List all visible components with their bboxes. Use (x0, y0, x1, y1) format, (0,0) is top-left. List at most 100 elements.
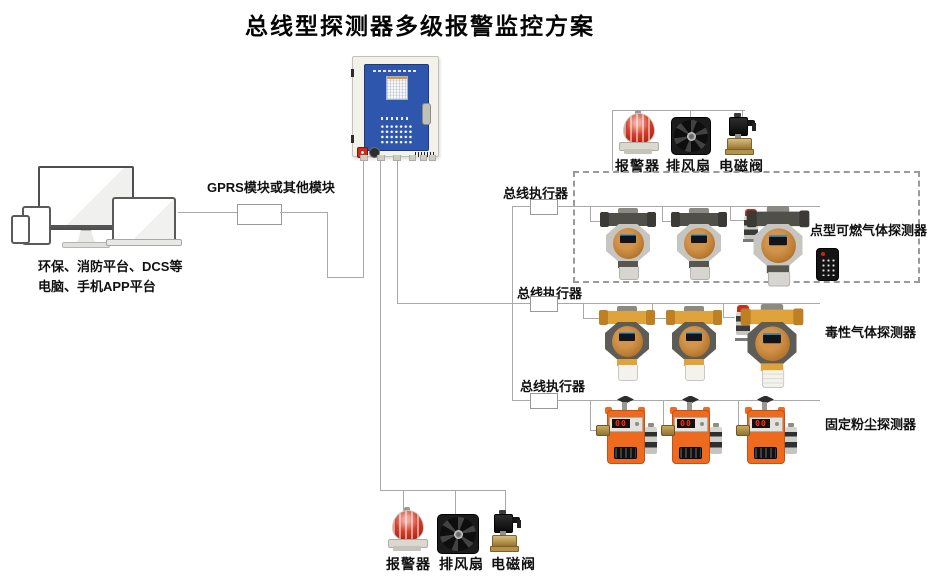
combustible-gas-detector (671, 208, 727, 288)
wire (397, 160, 398, 303)
alarm-beacon (388, 507, 428, 551)
detector-display (619, 233, 636, 243)
laptop (112, 197, 176, 241)
wire (280, 212, 327, 213)
wire (612, 110, 745, 111)
fan-label-top: 排风扇 (666, 158, 711, 174)
hinge (351, 135, 354, 143)
controller-port (420, 155, 427, 161)
bus-executor-box-3 (530, 393, 558, 409)
dust-led-display: 00 (612, 419, 630, 428)
wire (583, 318, 602, 319)
valve-wing-nut (682, 396, 699, 403)
beacon-base (624, 149, 652, 154)
wire (397, 303, 820, 304)
detector-face (678, 325, 710, 357)
controller-port (409, 155, 416, 161)
wire (327, 277, 364, 278)
dust-sensor-cylinder (710, 427, 722, 454)
dust-led-display: 00 (677, 419, 695, 428)
controller-screen (386, 76, 408, 100)
dust-sensor-cylinder (645, 427, 657, 454)
toxic-gas-detector (599, 306, 655, 386)
dust-zone-label: 固定粉尘探测器 (825, 417, 917, 432)
beacon-knob (404, 507, 410, 511)
controller-model-text (373, 70, 417, 72)
detector-face (683, 227, 715, 259)
detector-face (754, 325, 790, 361)
wire (512, 206, 820, 207)
dust-sensor-cylinder (785, 427, 797, 454)
alarm-beacon (619, 110, 659, 154)
dust-grille (614, 447, 637, 459)
wire (455, 490, 456, 516)
wire (403, 490, 404, 514)
wire (723, 303, 724, 318)
wire (730, 206, 731, 221)
zone-dashed-border (573, 171, 920, 283)
wire (178, 212, 237, 213)
bus-executor-box-2 (530, 296, 558, 312)
fan-hub (686, 131, 696, 141)
fan-hub (453, 529, 463, 539)
controller-buzzer (369, 147, 380, 158)
controller-port (377, 155, 385, 161)
dust-inlet-fitting (661, 425, 675, 436)
fan-label-bottom: 排风扇 (439, 556, 484, 572)
remote-power-dot (821, 252, 825, 256)
detector-display (768, 234, 787, 245)
valve-wing-nut (757, 396, 774, 403)
dust-grille (754, 447, 777, 459)
solenoid-valve (489, 510, 521, 552)
dust-inlet-fitting (736, 425, 750, 436)
laptop-base (106, 239, 182, 246)
wire (363, 160, 364, 278)
controller-port (360, 155, 368, 161)
gprs-module-box (237, 204, 282, 225)
platform-caption-line2: 电脑、手机APP平台 (38, 279, 156, 294)
detector-display (685, 331, 702, 341)
wire (723, 317, 735, 318)
combustible-gas-detector (600, 208, 656, 288)
wire (380, 490, 506, 491)
alarm-label-bottom: 报警器 (386, 556, 431, 572)
wire (730, 220, 744, 221)
wire (662, 221, 674, 222)
exhaust-fan (671, 117, 711, 155)
toxic-zone-label: 毒性气体探测器 (825, 325, 917, 340)
toxic-gas-detector (666, 306, 722, 386)
dust-inlet-fitting (596, 425, 610, 436)
remote-buttons (820, 257, 835, 276)
controller-port (429, 155, 436, 161)
wire (380, 160, 381, 490)
wire (652, 318, 668, 319)
beacon-knob (635, 110, 641, 114)
detector-display (762, 332, 781, 343)
bus-executor-label-1: 总线执行器 (503, 186, 569, 201)
toxic-gas-detector (740, 304, 804, 394)
dust-detector: 00 (596, 396, 658, 466)
valve-label-bottom: 电磁阀 (491, 556, 536, 572)
controller-panel (364, 64, 429, 151)
wire (590, 221, 603, 222)
wire (690, 110, 691, 119)
controller-keypad (380, 124, 413, 145)
platform-caption-line1: 环保、消防平台、DCS等 (38, 259, 183, 274)
beacon-dome (392, 510, 424, 541)
valve-wing-nut (617, 396, 634, 403)
solenoid-valve (724, 113, 756, 155)
valve-label-top: 电磁阀 (719, 158, 764, 174)
controller-barcode (415, 152, 436, 157)
wire (590, 430, 598, 431)
wire (327, 212, 328, 278)
wire (612, 110, 613, 171)
combustible-zone-label: 点型可燃气体探测器 (810, 223, 928, 238)
wire (738, 400, 739, 431)
phone (11, 215, 30, 244)
controller-indicators (381, 117, 411, 120)
diagram-title: 总线型探测器多级报警监控方案 (245, 13, 595, 39)
beacon-dome (623, 113, 655, 144)
monitor-bezel (40, 225, 132, 228)
monitor-base (62, 242, 110, 248)
